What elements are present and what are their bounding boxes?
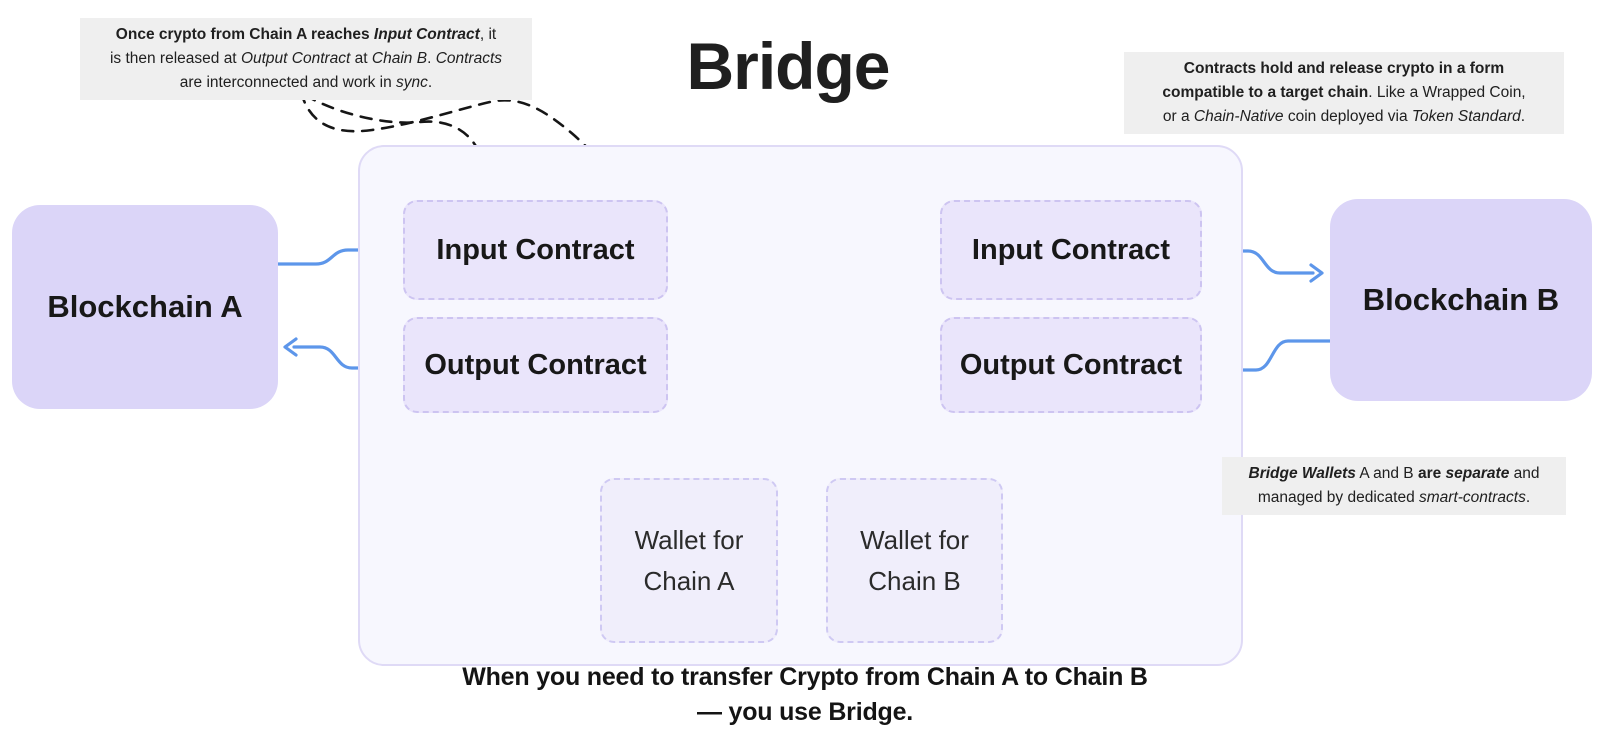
box-input-contract-right: Input Contract [940,200,1202,300]
note-line: managed by dedicated smart-contracts. [1257,489,1531,506]
note-line: are interconnected and work in sync. [179,74,433,91]
note-line: Bridge Wallets A and B are separate and [1248,465,1540,482]
box-wallet-chain-a: Wallet for Chain A [600,478,778,643]
arrow-output-to-chain-a-head [283,337,298,357]
node-blockchain-b: Blockchain B [1330,199,1592,401]
node-blockchain-a: Blockchain A [12,205,278,409]
note-line: or a Chain-Native coin deployed via Toke… [1162,108,1526,125]
note-line: compatible to a target chain. Like a Wra… [1162,84,1526,101]
arrow-input-to-chain-b-head [1309,263,1324,283]
caption-line-2: — you use Bridge. [696,698,914,726]
note-contracts-sync: Once crypto from Chain A reaches Input C… [80,18,532,100]
box-input-contract-left: Input Contract [403,200,668,300]
box-output-contract-left: Output Contract [403,317,668,413]
page-title: Bridge [686,29,890,103]
note-bridge-wallets: Bridge Wallets A and B are separate and m… [1222,457,1566,515]
note-line: Once crypto from Chain A reaches Input C… [115,26,497,43]
note-line: is then released at Output Contract at C… [109,50,503,67]
note-line: Contracts hold and release crypto in a f… [1183,60,1505,77]
box-wallet-chain-b: Wallet for Chain B [826,478,1003,643]
box-output-contract-right: Output Contract [940,317,1202,413]
caption-line-1: When you need to transfer Crypto from Ch… [462,663,1148,691]
caption: When you need to transfer Crypto from Ch… [305,660,1305,730]
note-contracts-form: Contracts hold and release crypto in a f… [1124,52,1564,134]
